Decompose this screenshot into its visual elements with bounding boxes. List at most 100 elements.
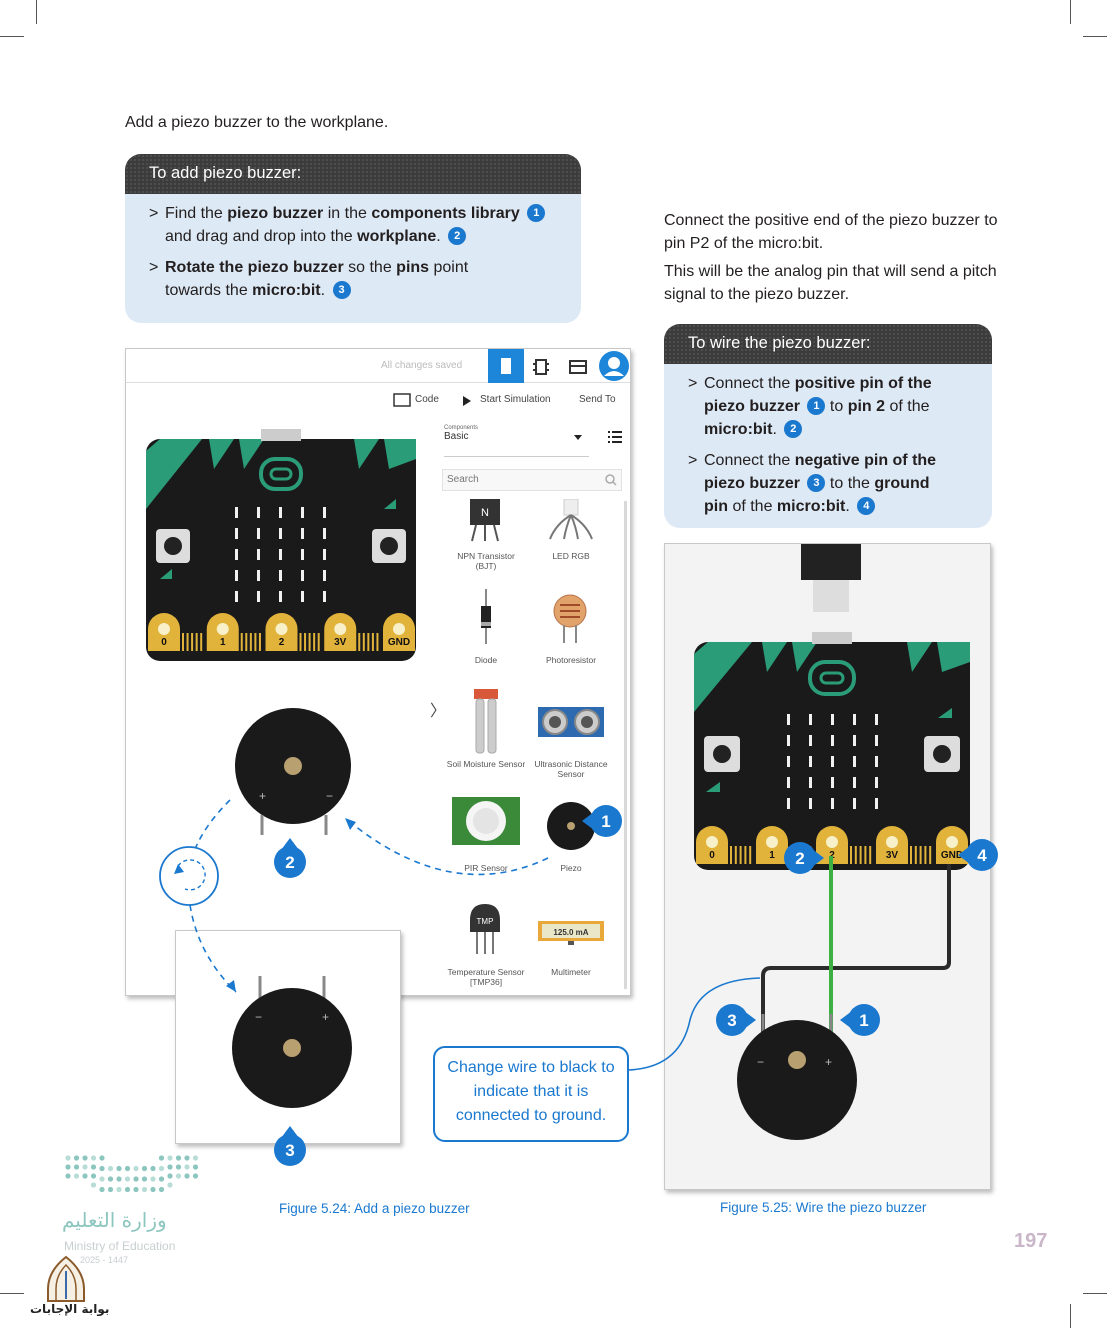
npn-transistor-icon[interactable]: N — [466, 499, 506, 544]
pin-label: 2 — [829, 850, 835, 861]
play-icon — [463, 396, 471, 406]
minus-label: − — [255, 1010, 262, 1024]
logo-dot — [124, 1176, 131, 1182]
logo-dot — [107, 1165, 114, 1172]
led — [279, 528, 282, 539]
pin-strip — [313, 633, 316, 651]
led — [831, 735, 834, 746]
logo-dot — [116, 1165, 122, 1172]
led — [235, 528, 238, 539]
logo-dot — [158, 1186, 165, 1193]
code-icon[interactable] — [393, 393, 411, 407]
save-status: All changes saved — [381, 360, 463, 371]
add-buzzer-box: To add piezo buzzer: Find the piezo buzz… — [125, 154, 581, 323]
component-label: Photoresistor — [545, 655, 597, 665]
temperature-sensor-icon[interactable]: TMP — [468, 904, 502, 954]
code-button[interactable]: Code — [415, 394, 439, 405]
rotated-piezo-panel: − + — [175, 930, 401, 1144]
piezo-buzzer-rotated: − + — [232, 976, 352, 1108]
top-bar — [126, 349, 630, 383]
wire-buzzer-box-title: To wire the piezo buzzer: — [664, 324, 992, 364]
pin-strip — [734, 846, 737, 864]
components-dropdown[interactable]: Components Basic — [444, 425, 589, 457]
list-view-icon[interactable] — [568, 357, 588, 377]
pin-strip — [254, 633, 257, 651]
logo-dot — [90, 1164, 97, 1170]
plus-label: + — [259, 789, 266, 803]
component-icon[interactable] — [531, 357, 553, 377]
crop-mark — [1070, 0, 1071, 24]
logo-dot — [90, 1155, 97, 1161]
photoresistor-icon[interactable] — [550, 593, 590, 643]
led — [323, 591, 326, 602]
logo-dot — [184, 1173, 190, 1179]
pin-strip — [929, 846, 932, 864]
add-buzzer-box-body: Find the piezo buzzer in the components … — [125, 194, 581, 302]
logo-dot — [158, 1155, 165, 1161]
pin-strip — [744, 846, 747, 864]
crop-mark — [0, 1293, 24, 1294]
crop-mark — [36, 0, 37, 24]
ultrasonic-sensor-icon[interactable] — [538, 705, 604, 739]
led — [787, 714, 790, 725]
pin-strip — [850, 846, 852, 864]
logo-dot — [65, 1173, 71, 1179]
ministry-name-english: Ministry of Education — [64, 1239, 176, 1253]
pin-label: 1 — [220, 637, 226, 648]
led — [323, 528, 326, 539]
list-toggle-icon[interactable] — [608, 431, 622, 443]
component-label: Piezo — [560, 863, 582, 873]
marker-3: 3 — [332, 281, 351, 299]
pin-strip — [240, 633, 243, 651]
led — [875, 798, 878, 809]
minus-label: − — [757, 1055, 764, 1069]
led — [279, 507, 282, 518]
pin-strip — [195, 633, 198, 651]
led — [301, 507, 304, 518]
answers-portal-logo — [47, 1255, 85, 1302]
pin-strip — [358, 633, 361, 651]
soil-moisture-sensor-icon[interactable] — [472, 689, 500, 754]
logo-dot — [99, 1186, 105, 1193]
circuit-view-button[interactable] — [488, 349, 524, 383]
led-rgb-icon[interactable] — [546, 499, 596, 544]
diode-icon[interactable] — [478, 589, 494, 644]
led — [301, 549, 304, 560]
led — [235, 549, 238, 560]
pin-strip — [200, 633, 203, 651]
led — [875, 735, 878, 746]
user-avatar[interactable] — [598, 350, 630, 382]
scrollbar[interactable] — [624, 501, 627, 989]
multimeter-icon[interactable]: 125.0 mA — [538, 921, 604, 945]
piezo-icon[interactable] — [546, 801, 596, 851]
wire-paragraph-2: This will be the analog pin that will se… — [664, 263, 997, 303]
send-to-button[interactable]: Send To — [579, 394, 616, 405]
logo-dot — [192, 1173, 199, 1179]
led — [875, 756, 878, 767]
ministry-name-arabic: وزارة التعليم — [62, 1208, 167, 1232]
component-label: Multimeter — [551, 967, 591, 977]
logo-dot — [90, 1182, 97, 1188]
led — [257, 570, 260, 581]
piezo-buzzer-workplane[interactable]: + − — [232, 705, 354, 835]
led — [787, 798, 790, 809]
component-label: Soil Moisture Sensor — [446, 759, 526, 769]
start-simulation-button[interactable]: Start Simulation — [480, 394, 551, 405]
logo-dot — [141, 1165, 148, 1172]
led — [279, 549, 282, 560]
pir-sensor-icon[interactable] — [452, 797, 520, 845]
led — [323, 549, 326, 560]
minus-label: − — [326, 789, 333, 803]
pin-strip — [299, 633, 302, 651]
led — [323, 570, 326, 581]
led — [323, 507, 326, 518]
led — [809, 735, 812, 746]
search-input[interactable]: Search — [442, 469, 622, 491]
pin-strip — [749, 846, 752, 864]
collapse-panel-arrow[interactable]: 〉 — [430, 703, 447, 720]
logo-dot — [150, 1186, 156, 1193]
